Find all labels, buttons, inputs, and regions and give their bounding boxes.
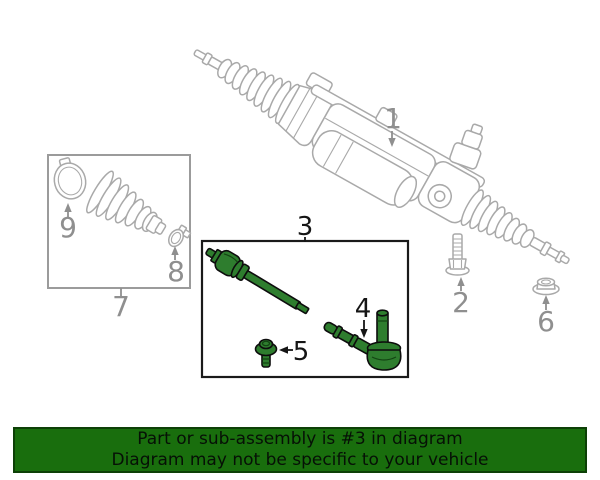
steering-rack-drawing (193, 49, 570, 265)
callout-9: 9 (59, 203, 77, 244)
callout-1: 1 (384, 102, 402, 147)
right-bellows (460, 189, 535, 248)
disclaimer-line-2: Diagram may not be specific to your vehi… (111, 450, 489, 470)
callout-4-label: 4 (355, 294, 372, 324)
callout-6-label: 6 (537, 305, 555, 338)
bolt-2-drawing (445, 233, 470, 276)
pinion-connector (449, 123, 484, 170)
callout-2: 2 (452, 277, 470, 319)
callout-5: 5 (279, 337, 309, 367)
disclaimer-banner: Part or sub-assembly is #3 in diagram Di… (13, 427, 587, 473)
inner-tie-rod-drawing (205, 247, 310, 315)
callout-5-label: 5 (293, 337, 310, 367)
diagram-canvas: 1 2 6 (47, 49, 570, 379)
callout-4: 4 (355, 294, 372, 338)
callout-1-label: 1 (384, 102, 402, 135)
callout-8-label: 8 (167, 255, 185, 288)
callout-7-label: 7 (112, 290, 130, 323)
clamp-8-drawing (168, 224, 192, 248)
callout-9-label: 9 (59, 211, 77, 244)
left-bellows (217, 58, 300, 124)
callout-7: 7 (112, 288, 130, 323)
outer-tie-rod-end-drawing (323, 309, 402, 371)
bolt-5-drawing (254, 338, 278, 368)
clamp-9-drawing (53, 157, 87, 200)
callout-2-label: 2 (452, 286, 470, 319)
callout-3-label: 3 (297, 212, 314, 242)
callout-8: 8 (167, 246, 185, 288)
nut-6-drawing (532, 277, 560, 296)
callout-6: 6 (537, 295, 555, 338)
callout-3: 3 (297, 212, 314, 242)
boot-drawing (86, 170, 167, 235)
disclaimer-line-1: Part or sub-assembly is #3 in diagram (137, 429, 463, 449)
